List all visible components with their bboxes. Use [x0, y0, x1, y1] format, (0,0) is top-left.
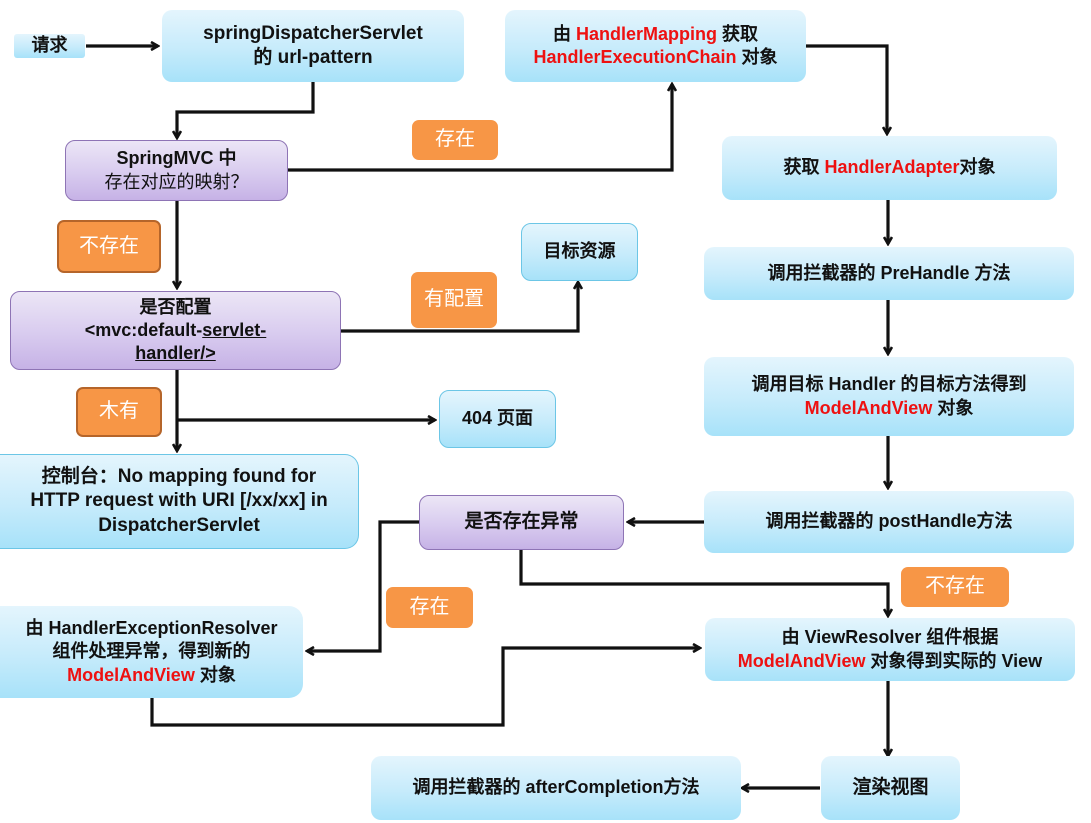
node-invoke-line1: 调用目标 Handler 的目标方法得到 — [751, 374, 1027, 395]
node-adapter-red: HandlerAdapter — [824, 157, 960, 178]
node-resolver-line1: 由 HandlerExceptionResolver — [25, 618, 278, 639]
node-console-error: 控制台：No mapping found for HTTP request wi… — [0, 454, 359, 549]
node-invoke-post: 对象 — [932, 397, 974, 418]
edge-has-config — [341, 282, 578, 333]
label-none: 木有 — [76, 387, 162, 437]
label-exists-top-text: 存在 — [435, 128, 475, 151]
node-404-text: 404 页面 — [461, 408, 534, 429]
node-render-view-text: 渲染视图 — [852, 776, 929, 798]
decision-mapping-line2: 存在对应的映射？ — [104, 171, 249, 192]
node-console-line1: 控制台：No mapping found for — [41, 466, 317, 488]
decision-default-servlet-handler: 是否配置 <mvc:default-servlet- handler/> — [10, 291, 341, 370]
label-exists-top: 存在 — [412, 120, 498, 160]
node-exception-resolver: 由 HandlerExceptionResolver 组件处理异常，得到新的 M… — [0, 606, 303, 698]
node-handler-mapping-pre: 由 — [552, 23, 576, 44]
node-render-view: 渲染视图 — [821, 756, 960, 820]
node-view-resolver-red: ModelAndView — [737, 650, 866, 671]
node-dispatcher-line2: 的 url-pattern — [253, 47, 373, 68]
node-after-completion: 调用拦截器的 afterCompletion方法 — [371, 756, 741, 820]
decision-default-line2b: servlet- — [202, 319, 267, 340]
node-after-completion-text: 调用拦截器的 afterCompletion方法 — [412, 777, 700, 798]
decision-exception-text: 是否存在异常 — [464, 511, 579, 533]
node-adapter-post: 对象 — [959, 157, 996, 178]
node-handler-mapping-red2: HandlerExecutionChain — [533, 47, 737, 67]
label-has-config: 有配置 — [411, 272, 497, 328]
node-view-resolver: 由 ViewResolver 组件根据 ModelAndView 对象得到实际的… — [705, 618, 1075, 681]
node-handler-mapping: 由 HandlerMapping 获取 HandlerExecutionChai… — [505, 10, 806, 82]
node-resolver-red: ModelAndView — [67, 664, 195, 685]
node-adapter-pre: 获取 — [783, 157, 825, 178]
edge-exception-exists — [307, 520, 419, 651]
node-view-resolver-post: 对象得到实际的 View — [865, 650, 1043, 671]
node-target-resource-text: 目标资源 — [543, 241, 616, 262]
decision-mapping-line1: SpringMVC 中 — [116, 148, 237, 169]
node-console-line3: DispatcherServlet — [98, 514, 260, 536]
node-invoke-red: ModelAndView — [804, 397, 933, 418]
edge-dispatcher-to-mapping — [177, 82, 315, 138]
node-invoke-handler: 调用目标 Handler 的目标方法得到 ModelAndView 对象 — [704, 357, 1074, 436]
edge-chain-to-adapter — [806, 44, 887, 134]
label-has-config-text: 有配置 — [424, 288, 484, 311]
node-dispatcher-line1: springDispatcherServlet — [203, 22, 423, 44]
node-request: 请求 — [14, 34, 85, 58]
edge-mapping-exists — [288, 84, 672, 172]
label-not-exists-bottom-text: 不存在 — [925, 575, 985, 598]
node-post-handle-text: 调用拦截器的 postHandle方法 — [765, 511, 1013, 532]
label-not-exists-left: 不存在 — [57, 220, 161, 273]
node-404-page: 404 页面 — [439, 390, 556, 448]
node-console-line2: HTTP request with URI [/xx/xx] in — [30, 490, 328, 512]
decision-mapping-exists: SpringMVC 中 存在对应的映射？ — [65, 140, 288, 201]
decision-default-line3: handler/> — [135, 343, 216, 364]
node-dispatcher-url-pattern: springDispatcherServlet 的 url-pattern — [162, 10, 464, 82]
node-handler-mapping-post2: 对象 — [736, 47, 778, 67]
decision-default-line2a: <mvc:default- — [84, 319, 203, 340]
label-not-exists-left-text: 不存在 — [79, 234, 139, 257]
edge-resolver-to-view — [150, 648, 700, 727]
label-exists-bottom-text: 存在 — [409, 595, 450, 618]
label-not-exists-bottom: 不存在 — [901, 567, 1009, 607]
node-handler-adapter: 获取 HandlerAdapter对象 — [722, 136, 1057, 200]
node-pre-handle-text: 调用拦截器的 PreHandle 方法 — [767, 262, 1011, 283]
node-target-resource: 目标资源 — [521, 223, 638, 281]
decision-default-line1: 是否配置 — [139, 296, 212, 317]
label-none-text: 木有 — [99, 400, 139, 423]
node-post-handle: 调用拦截器的 postHandle方法 — [704, 491, 1074, 553]
node-handler-mapping-red1: HandlerMapping — [575, 23, 717, 44]
decision-exception-exists: 是否存在异常 — [419, 495, 624, 550]
node-resolver-line2: 组件处理异常，得到新的 — [52, 641, 251, 662]
node-handler-mapping-post1: 获取 — [717, 23, 759, 44]
edge-exception-not-exists — [519, 549, 888, 616]
label-exists-bottom: 存在 — [386, 587, 473, 628]
node-request-text: 请求 — [31, 35, 68, 56]
node-pre-handle: 调用拦截器的 PreHandle 方法 — [704, 247, 1074, 300]
node-resolver-post: 对象 — [194, 664, 236, 685]
node-view-resolver-line1: 由 ViewResolver 组件根据 — [781, 627, 999, 648]
